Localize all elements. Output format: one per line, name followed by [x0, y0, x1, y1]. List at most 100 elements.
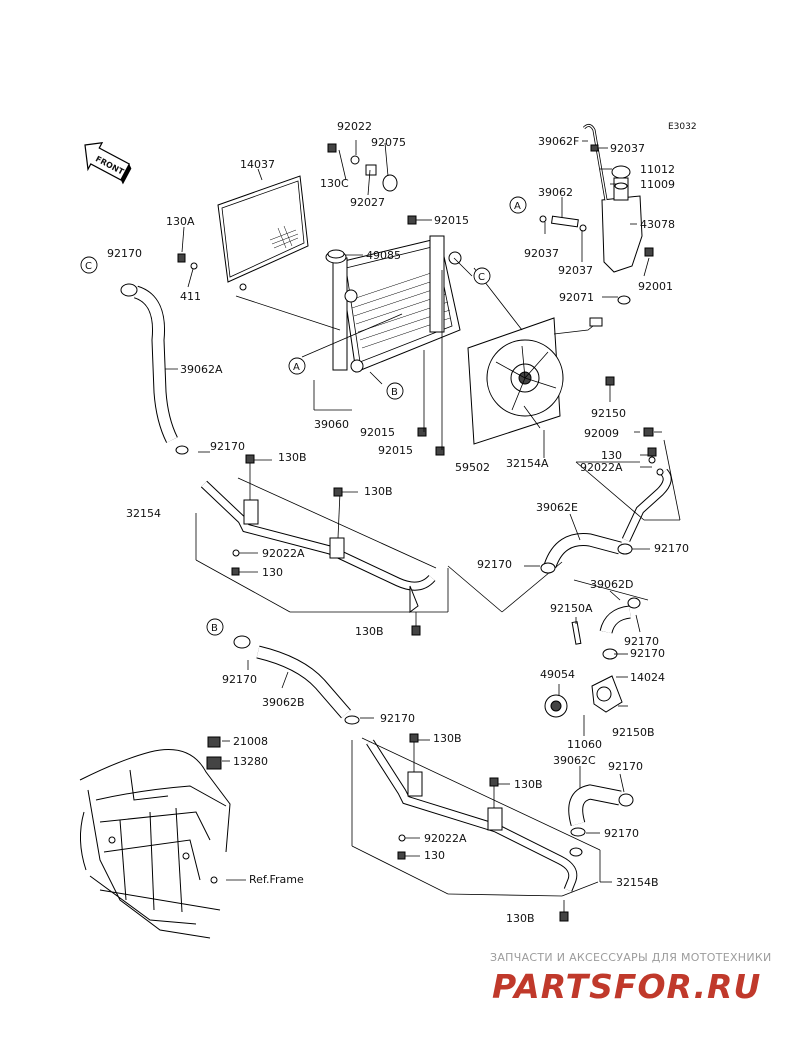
- ref-a-radiator: A: [288, 357, 306, 375]
- label-32154b: 32154B: [616, 876, 659, 889]
- svg-text:B: B: [211, 623, 218, 634]
- radiator-screen-part: [190, 175, 309, 291]
- clip-92001: [644, 247, 654, 257]
- label-130-low: 130: [424, 849, 445, 862]
- label-130-mid: 130: [262, 566, 283, 579]
- breather-hose-inner: [583, 124, 607, 201]
- radiator-cap-part: [325, 249, 347, 264]
- label-92170-e1: 92170: [477, 558, 512, 571]
- label-92170-c2: 92170: [604, 827, 639, 840]
- svg-text:A: A: [514, 201, 521, 212]
- thermostat-part: [544, 694, 568, 718]
- label-11012: 11012: [640, 163, 675, 176]
- lower-hose-39062b-part: [233, 635, 360, 725]
- label-92015-top: 92015: [434, 214, 469, 227]
- bracket-21008-part: [207, 736, 221, 748]
- label-43078: 43078: [640, 218, 675, 231]
- label-39062: 39062: [538, 186, 573, 199]
- watermark-logo: PARTSFOR.RU: [492, 967, 762, 1006]
- bushing-92027: [365, 164, 377, 176]
- leaders-32154b: [351, 737, 612, 916]
- label-92022a-low: 92022A: [424, 832, 467, 845]
- label-32154: 32154: [126, 507, 161, 520]
- thermostat-housing-part: [591, 675, 623, 713]
- leaders-32154a: [524, 431, 681, 601]
- ref-b-radiator: B: [386, 382, 404, 400]
- label-11009: 11009: [640, 178, 675, 191]
- label-92015-low: 92015: [378, 444, 413, 457]
- label-92022a-right: 92022A: [580, 461, 623, 474]
- label-39062b: 39062B: [262, 696, 305, 709]
- svg-text:C: C: [85, 261, 92, 272]
- rubber-13280-part: [206, 756, 222, 770]
- frame-illustration: [79, 749, 231, 939]
- pipe-32154-part: [200, 480, 436, 613]
- fan-assembly-part: [467, 317, 603, 445]
- pipe-32154-leaders: [195, 451, 563, 628]
- leaders-frame-parts: [222, 740, 246, 881]
- svg-text:A: A: [293, 362, 300, 373]
- bolt-92009: [643, 427, 654, 437]
- label-92037-top: 92037: [610, 142, 645, 155]
- bolt-130a: [177, 253, 186, 263]
- label-92170-d2: 92170: [630, 647, 665, 660]
- label-39062d: 39062D: [590, 578, 633, 591]
- label-411: 411: [180, 290, 201, 303]
- ref-b-lower: B: [206, 618, 224, 636]
- hose-39062d-part: [599, 597, 641, 660]
- label-ref-frame: Ref.Frame: [249, 873, 304, 886]
- label-92027: 92027: [350, 196, 385, 209]
- label-92009: 92009: [584, 427, 619, 440]
- diagram-code: E3032: [668, 122, 697, 132]
- svg-text:B: B: [391, 387, 398, 398]
- leaders-thermostat: [558, 590, 641, 736]
- hose-39062e-part: [540, 533, 633, 574]
- bolt-92150a: [571, 621, 582, 645]
- small-hose-part: [539, 215, 587, 232]
- watermark-tagline: ЗАПЧАСТИ И АКСЕССУАРЫ ДЛЯ МОТОТЕХНИКИ: [490, 951, 772, 964]
- label-92170-mid: 92170: [210, 440, 245, 453]
- bolt-92150: [605, 376, 615, 386]
- label-92170-b2: 92170: [380, 712, 415, 725]
- pipe-32154b-part: [366, 739, 583, 892]
- label-13280: 13280: [233, 755, 268, 768]
- label-130b-1: 130B: [278, 451, 307, 464]
- ref-c-top-left: C: [80, 256, 98, 274]
- label-92170-b1: 92170: [222, 673, 257, 686]
- bolts-32154: [231, 454, 421, 636]
- nut-92015-low: [435, 446, 445, 456]
- label-130b-6: 130B: [506, 912, 535, 925]
- nut-92015-top: [407, 215, 417, 225]
- label-11060: 11060: [567, 738, 602, 751]
- grommet-92075: [382, 174, 398, 192]
- ref-c-radiator: C: [473, 267, 491, 285]
- nut-92015-mid: [417, 427, 427, 437]
- label-130b-2: 130B: [364, 485, 393, 498]
- label-92071: 92071: [559, 291, 594, 304]
- label-92075: 92075: [371, 136, 406, 149]
- label-39060: 39060: [314, 418, 349, 431]
- washer-92022: [350, 155, 360, 165]
- label-92170-c1: 92170: [608, 760, 643, 773]
- bolts-32154b: [397, 733, 569, 922]
- front-arrow: FRONT: [84, 141, 132, 185]
- label-130b-4: 130B: [433, 732, 462, 745]
- label-39062a: 39062A: [180, 363, 223, 376]
- radiator-part: [332, 235, 462, 373]
- label-49054: 49054: [540, 668, 575, 681]
- label-14024: 14024: [630, 671, 665, 684]
- label-130-right: 130: [601, 449, 622, 462]
- label-92150a: 92150A: [550, 602, 593, 615]
- upper-hose-39062a-part: [120, 283, 189, 455]
- label-92170-e2: 92170: [654, 542, 689, 555]
- label-92001: 92001: [638, 280, 673, 293]
- leaders-39062b: [247, 660, 374, 719]
- label-92022: 92022: [337, 120, 372, 133]
- pipe-32154a-part: [621, 447, 672, 542]
- label-92170-top: 92170: [107, 247, 142, 260]
- label-39062f: 39062F: [538, 135, 579, 148]
- hose-39062c-part: [568, 784, 634, 837]
- clip-92037-top: [590, 144, 599, 152]
- label-39062c: 39062C: [553, 754, 596, 767]
